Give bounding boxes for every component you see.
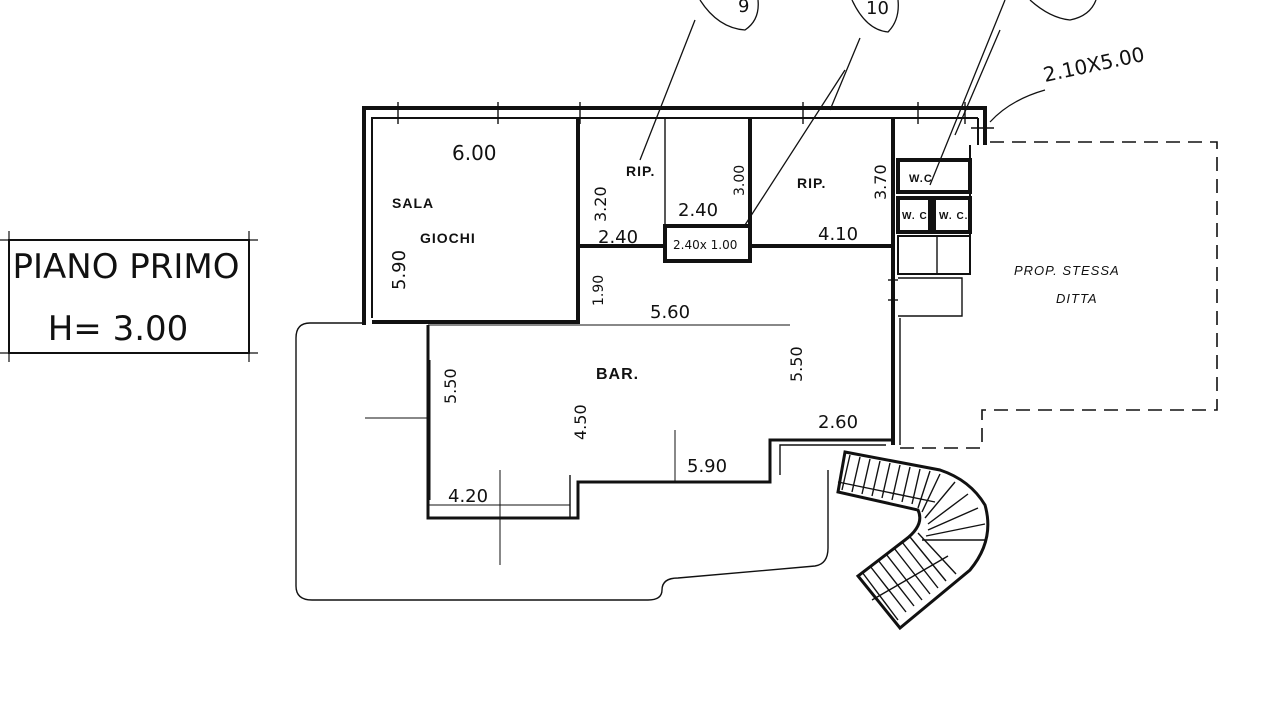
- dim-5-50-left: 5.50: [441, 368, 460, 404]
- dim-2-40-a: 2.40: [598, 227, 638, 248]
- dim-4-50: 4.50: [571, 404, 590, 440]
- walls: [362, 106, 987, 520]
- dim-2-40x1-00: 2.40x 1.00: [673, 238, 737, 252]
- room-sala-line1: SALA: [392, 195, 434, 211]
- dim-4-10: 4.10: [818, 224, 858, 245]
- dim-2-60: 2.60: [818, 412, 858, 433]
- terrace-outline: [295, 322, 829, 601]
- title-line-1: PIANO PRIMO: [12, 247, 239, 287]
- wall-ticks: [397, 102, 994, 301]
- room-wc-top: W.C: [909, 173, 933, 185]
- room-wc-b: W. C.: [939, 211, 968, 222]
- reference-lines: [365, 324, 790, 565]
- room-bar: BAR.: [596, 366, 639, 383]
- dim-5-90-bottom: 5.90: [687, 456, 727, 477]
- callout-10: 10: [866, 0, 889, 19]
- staircase: [836, 450, 990, 631]
- dim-3-70: 3.70: [871, 164, 890, 200]
- dim-5-60: 5.60: [650, 302, 690, 323]
- adjacent-property-outline: [900, 141, 1218, 449]
- dim-5-50-right: 5.50: [787, 346, 806, 382]
- title-line-2: H= 3.00: [48, 309, 189, 349]
- room-labels: SALA GIOCHI RIP. RIP. BAR. W.C W. C. W. …: [392, 163, 1120, 383]
- room-rip-1: RIP.: [626, 163, 655, 179]
- callout-9: 9: [738, 0, 749, 17]
- dim-3-00: 3.00: [732, 165, 748, 196]
- dim-5-90-left: 5.90: [389, 250, 410, 290]
- title-block: PIANO PRIMO H= 3.00: [0, 231, 258, 362]
- adjacent-property-line2: DITTA: [1056, 291, 1098, 306]
- room-wc-a: W. C.: [902, 211, 931, 222]
- dim-3-20: 3.20: [591, 186, 610, 222]
- dim-6-00: 6.00: [452, 141, 497, 165]
- dim-1-90: 1.90: [591, 275, 607, 306]
- adjacent-property-line1: PROP. STESSA: [1014, 263, 1120, 278]
- room-rip-2: RIP.: [797, 175, 826, 191]
- dim-4-20: 4.20: [448, 486, 488, 507]
- room-sala-line2: GIOCHI: [420, 230, 476, 246]
- callout-leaders: [639, 0, 1097, 226]
- dim-2-40-b: 2.40: [678, 200, 718, 221]
- dim-2-10x5-00: 2.10X5.00: [1041, 42, 1147, 87]
